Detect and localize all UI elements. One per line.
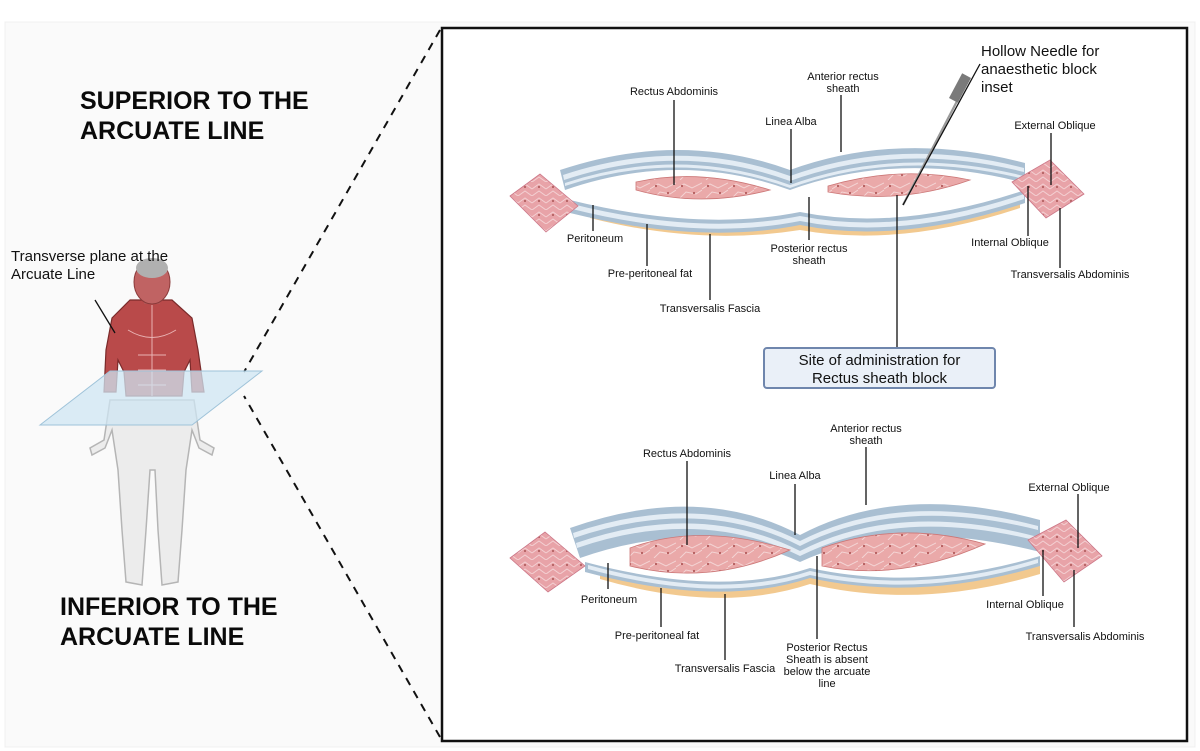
top-anterior-line1: Anterior rectus — [807, 71, 879, 83]
bottom-leader-lines — [607, 447, 1079, 660]
posterior-absent-line4: line — [818, 678, 836, 690]
plane-label-line2: Arcuate Line — [11, 266, 96, 283]
top-label-external-oblique: External Oblique — [1014, 120, 1096, 132]
heading-inferior-line1: INFERIOR TO THE — [60, 593, 278, 621]
top-lateral-right — [1011, 159, 1085, 219]
zoom-line-upper — [243, 29, 441, 373]
plane-label-leader — [94, 299, 116, 334]
top-label-internal-oblique: Internal Oblique — [971, 237, 1049, 249]
top-rectus-right — [827, 173, 972, 197]
bottom-anterior-line2: sheath — [849, 435, 883, 447]
bottom-rectus-left — [629, 535, 792, 574]
top-anterior-line2: sheath — [826, 83, 860, 95]
bottom-label-peritoneum: Peritoneum — [580, 594, 638, 606]
bottom-label-transversalis-fascia: Transversalis Fascia — [674, 663, 776, 675]
top-label-anterior-rectus-sheath: Anterior rectus sheath — [793, 71, 893, 95]
transverse-plane — [38, 370, 264, 426]
plane-label-line1: Transverse plane at the — [11, 248, 169, 265]
bottom-label-preperitoneal-fat: Pre-peritoneal fat — [614, 630, 700, 642]
human-body-figure — [38, 258, 264, 586]
top-label-posterior-rectus-sheath: Posterior rectus sheath — [767, 243, 851, 267]
bottom-label-posterior-absent: Posterior Rectus Sheath is absent below … — [772, 642, 882, 690]
bottom-rectus-right — [821, 532, 987, 572]
bottom-label-external-oblique: External Oblique — [1028, 482, 1110, 494]
heading-superior-line2: ARCUATE LINE — [80, 117, 265, 145]
top-label-transversalis-abdominis: Transversalis Abdominis — [1010, 269, 1130, 281]
posterior-absent-line1: Posterior Rectus — [786, 642, 868, 654]
needle-label-line1: Hollow Needle for — [981, 43, 1100, 60]
bottom-lateral-right — [1027, 519, 1103, 583]
bottom-label-rectus-abdominis: Rectus Abdominis — [642, 448, 732, 460]
bottom-label-transversalis-abdominis: Transversalis Abdominis — [1025, 631, 1145, 643]
needle-label: Hollow Needle for anaesthetic block inse… — [981, 43, 1099, 97]
plane-label: Transverse plane at the Arcuate Line — [11, 248, 168, 284]
site-of-administration-callout: Site of administration for Rectus sheath… — [763, 347, 996, 389]
top-rectus-left — [635, 176, 772, 200]
posterior-absent-line2: Sheath is absent — [786, 654, 868, 666]
needle-label-line2: anaesthetic block — [981, 61, 1097, 78]
top-cross-section — [509, 63, 1085, 347]
bottom-label-linea-alba: Linea Alba — [769, 470, 821, 482]
top-lateral-left — [509, 173, 579, 233]
needle-label-line3: inset — [981, 79, 1013, 96]
top-label-preperitoneal-fat: Pre-peritoneal fat — [607, 268, 693, 280]
heading-inferior: INFERIOR TO THE ARCUATE LINE — [60, 592, 278, 652]
body-silhouette-lower — [89, 399, 215, 586]
bottom-cross-section — [509, 447, 1103, 660]
heading-inferior-line2: ARCUATE LINE — [60, 623, 245, 651]
bottom-anterior-line1: Anterior rectus — [830, 423, 902, 435]
top-leader-lines — [592, 63, 1061, 347]
heading-superior-line1: SUPERIOR TO THE — [80, 87, 309, 115]
callout-line1: Site of administration for — [798, 352, 961, 369]
posterior-absent-line3: below the arcuate — [783, 666, 871, 678]
top-label-rectus-abdominis: Rectus Abdominis — [629, 86, 719, 98]
callout-line2: Rectus sheath block — [811, 370, 948, 387]
top-posterior-line2: sheath — [792, 255, 826, 267]
top-posterior-line1: Posterior rectus — [770, 243, 848, 255]
top-label-transversalis-fascia: Transversalis Fascia — [659, 303, 761, 315]
bottom-lateral-left — [509, 531, 586, 593]
zoom-line-lower — [243, 395, 441, 738]
bottom-label-anterior-rectus-sheath: Anterior rectus sheath — [816, 423, 916, 447]
heading-superior: SUPERIOR TO THE ARCUATE LINE — [80, 86, 309, 146]
top-label-peritoneum: Peritoneum — [566, 233, 624, 245]
bottom-label-internal-oblique: Internal Oblique — [986, 599, 1064, 611]
top-label-linea-alba: Linea Alba — [765, 116, 817, 128]
